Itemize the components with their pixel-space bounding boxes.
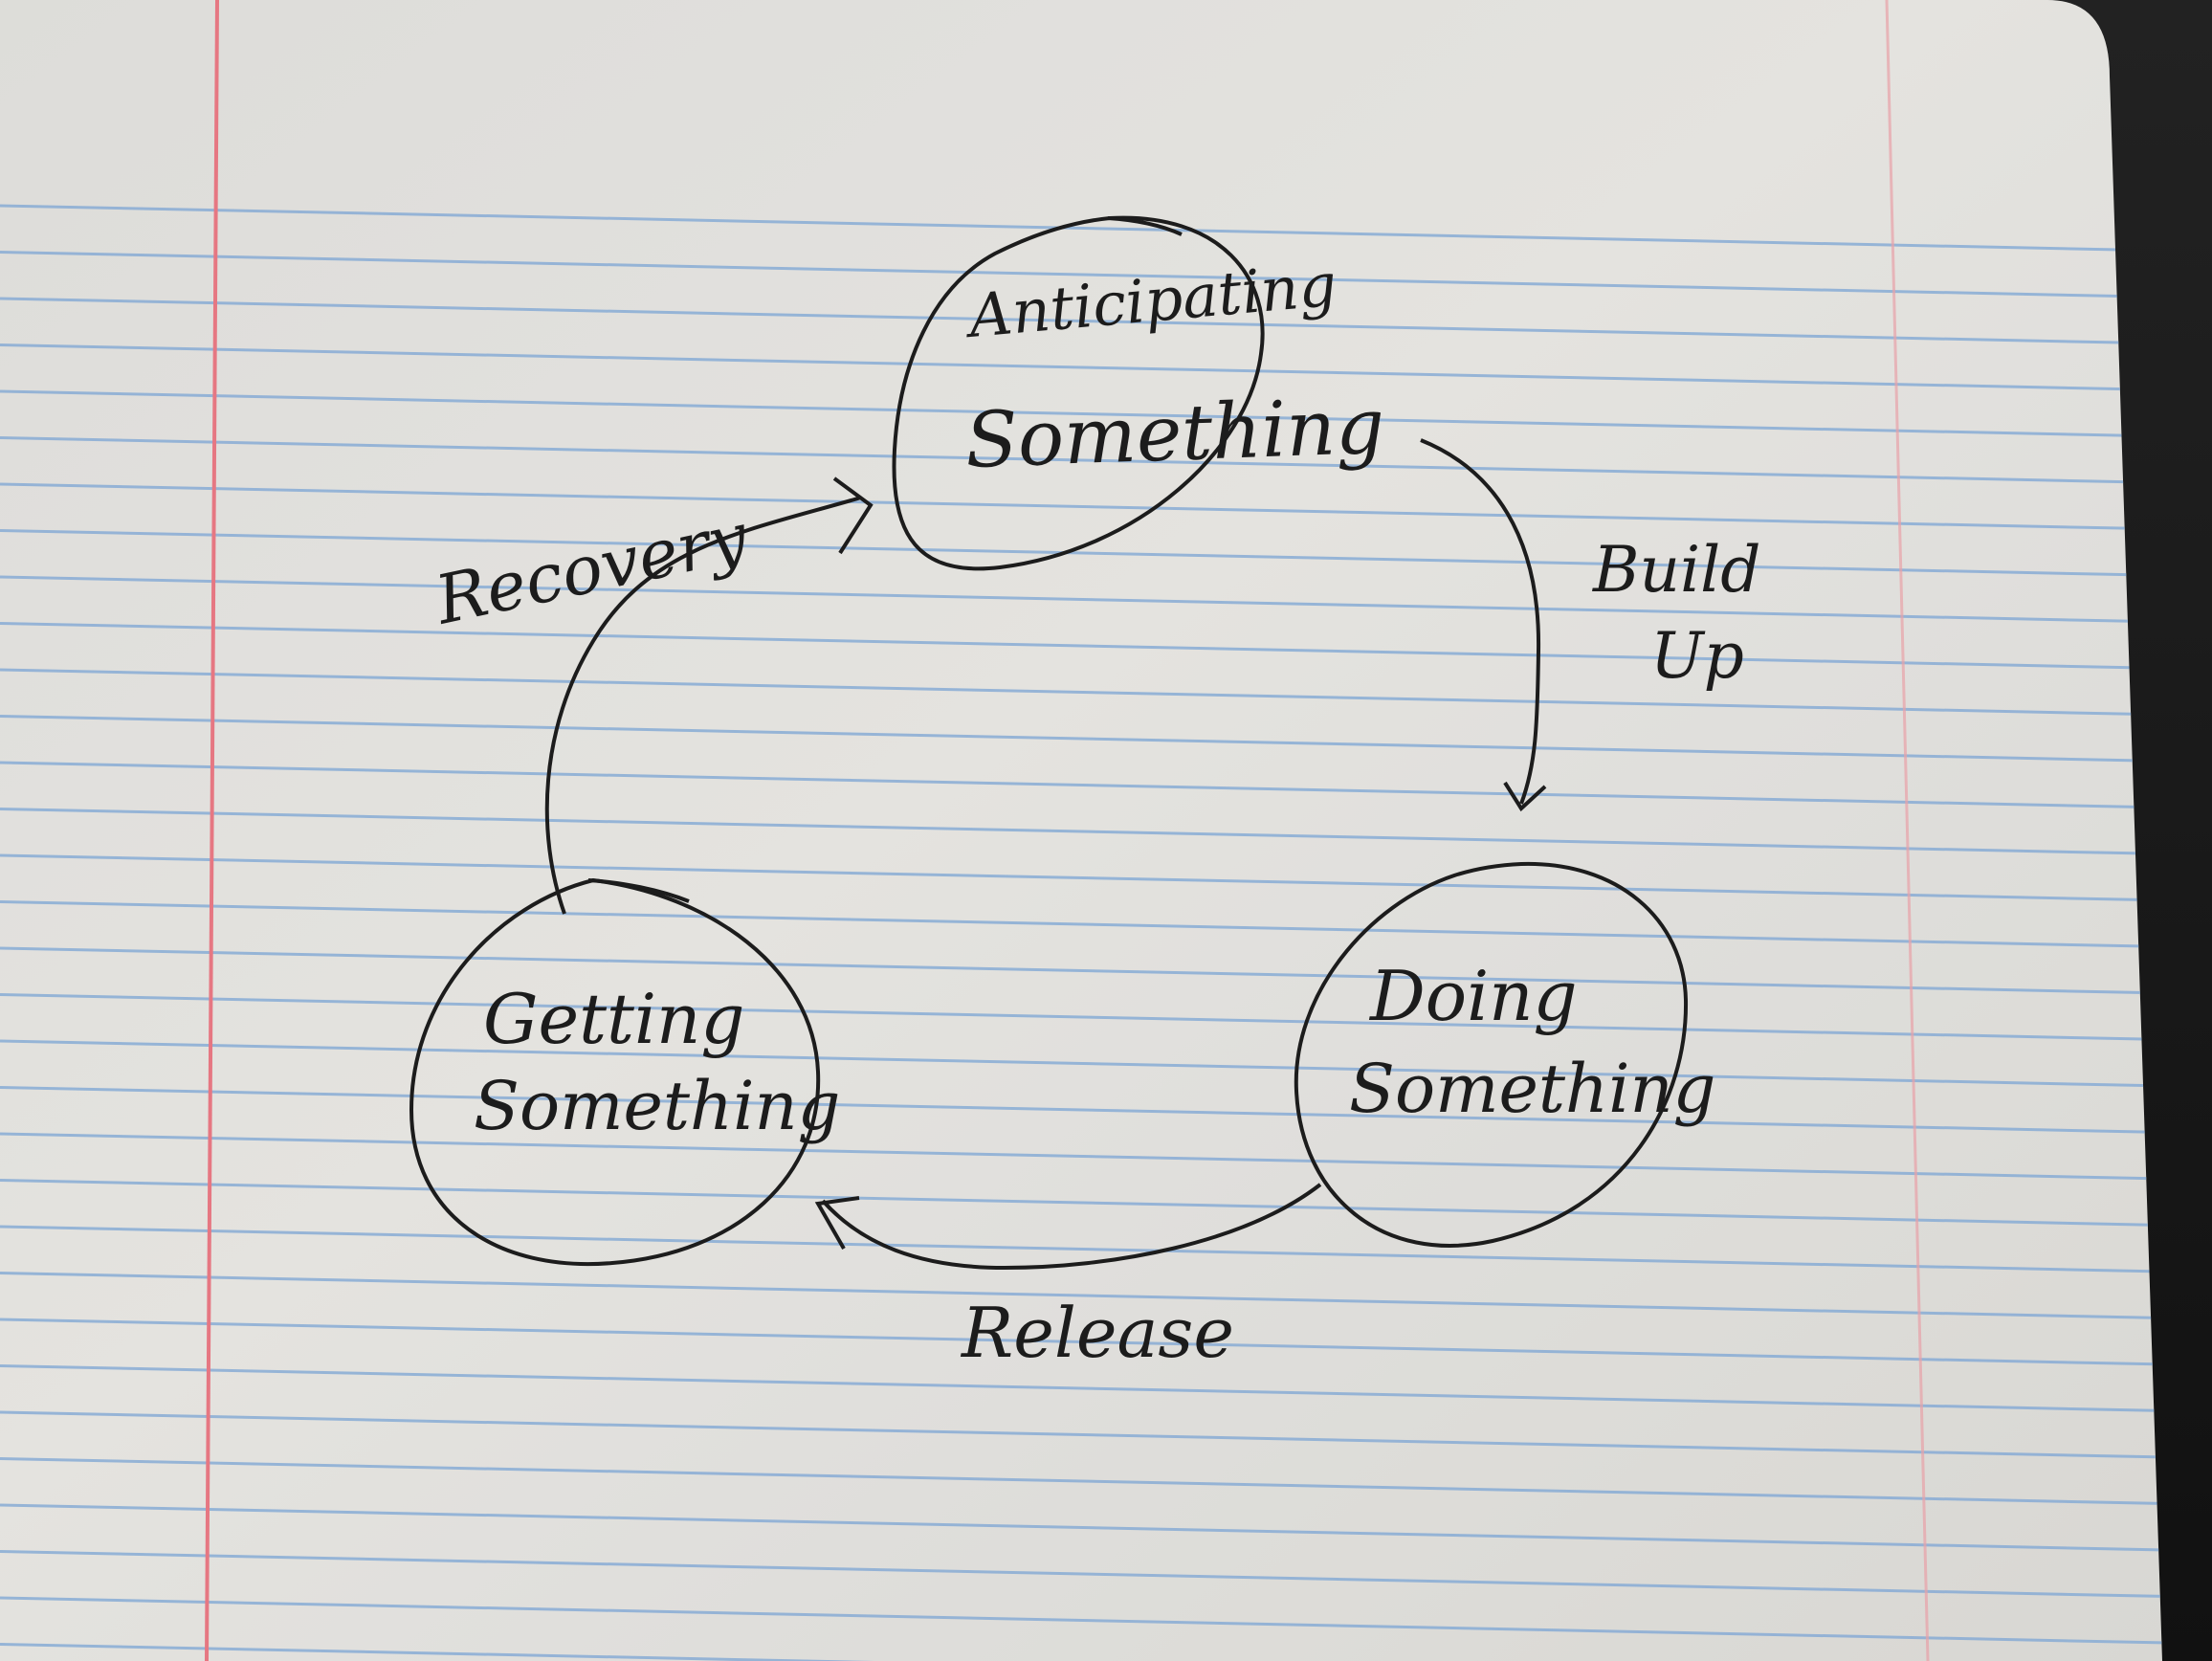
ruled-lines [0,204,2162,1661]
ruled-line [0,204,2162,254]
ruled-line [0,1318,2162,1367]
ruled-line [0,900,2162,949]
ruled-line [0,946,2162,996]
arrowhead-icon [832,476,874,555]
edge-label: Release [960,1293,1234,1373]
ruled-line [0,482,2162,532]
ruled-line [0,436,2162,485]
arrowhead-icon [1503,781,1547,812]
ruled-line [0,1503,2162,1553]
edge-label-line1: Build [1592,533,1760,607]
ruled-line [0,993,2162,1042]
node-circle [1294,861,1689,1248]
ruled-line [0,622,2162,671]
ruled-line [0,808,2162,856]
node-circle-overstroke [1107,216,1183,236]
ruled-line [0,761,2162,810]
node-label-line1: Getting [483,979,744,1059]
ruled-line [0,1643,2162,1661]
node-label-line2: Something [474,1067,840,1145]
right-margin-line [1885,0,1930,1661]
ruled-line [0,853,2162,903]
ruled-line [0,1086,2162,1135]
ruled-line [0,389,2162,439]
node-label-line2: Something [1349,1050,1715,1128]
ruled-line [0,1272,2162,1320]
ruled-line [0,715,2162,764]
node-doing-something: Doing Something [1294,861,1715,1248]
node-getting-something: Getting Something [409,877,840,1267]
arrowhead-icon [814,1196,860,1250]
ruled-line [0,343,2162,392]
edge-arrow-release [821,1183,1322,1271]
node-label-line1: Doing [1368,956,1578,1036]
ruled-line [0,1596,2162,1646]
edge-build-up: Build Up [1420,438,1760,812]
edge-arrow-build-up [1420,438,1541,805]
ruled-line [0,575,2162,625]
ruled-line [0,668,2162,718]
ruled-line [0,1410,2162,1460]
ruled-line [0,1179,2162,1228]
ruled-line [0,1364,2162,1413]
node-circle [892,215,1265,571]
ruled-line [0,1132,2162,1182]
ruled-line [0,1039,2162,1089]
node-circle [409,877,821,1267]
edge-arrow-recovery [544,496,862,915]
left-margin-line [205,0,219,1661]
node-circle-overstroke [587,878,690,903]
ruled-line [0,251,2162,299]
edge-release: Release [814,1183,1322,1373]
ruled-line [0,297,2162,346]
node-label-line2: Something [963,382,1385,485]
ruled-line [0,1225,2162,1274]
ruled-line [0,1457,2162,1506]
ruled-line [0,1550,2162,1599]
edge-label-line2: Up [1650,619,1744,693]
ruled-line [0,529,2162,578]
